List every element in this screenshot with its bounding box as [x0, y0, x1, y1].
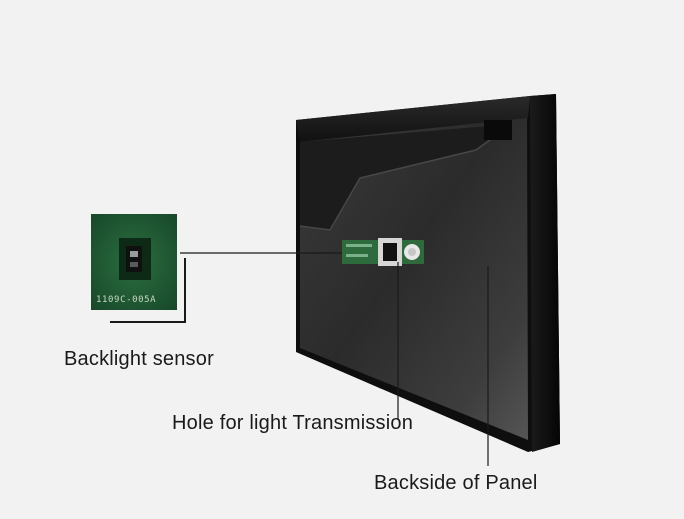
backside-label: Backside of Panel [374, 472, 538, 494]
backlight-sensor-label: Backlight sensor [64, 348, 214, 370]
inset-frame-corner [110, 258, 186, 323]
panel-mount-block [484, 120, 512, 140]
panel-sensor-board [342, 238, 424, 266]
panel-top-bevel [296, 96, 530, 142]
chip-sensor [126, 246, 142, 272]
chip-marking: 1109C-005A [96, 295, 156, 305]
panel-recessed-frame [300, 124, 512, 230]
panel-back-surface [300, 118, 528, 440]
backlight-sensor-chip: 1109C-005A [91, 214, 177, 310]
panel-right-edge [530, 94, 560, 452]
panel-ridge [299, 123, 513, 231]
hole-label: Hole for light Transmission [172, 412, 414, 434]
display-panel [296, 94, 560, 452]
